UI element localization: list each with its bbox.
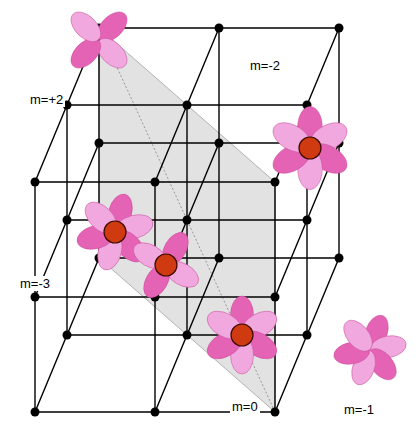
orbital bbox=[129, 228, 203, 302]
lattice-edge bbox=[187, 28, 219, 105]
lattice-edge bbox=[187, 219, 307, 220]
lattice-edge bbox=[219, 257, 339, 258]
lattice-point bbox=[271, 293, 280, 302]
lattice-edge bbox=[306, 220, 307, 335]
lattice-point bbox=[63, 216, 72, 225]
lattice-point bbox=[31, 178, 40, 187]
orbitals bbox=[65, 6, 407, 388]
lattice-point bbox=[271, 178, 280, 187]
lattice-point bbox=[335, 254, 344, 263]
lattice-point bbox=[215, 24, 224, 33]
lattice-edge bbox=[67, 334, 187, 335]
lattice-edge bbox=[155, 296, 275, 297]
lattice-edge bbox=[155, 335, 187, 412]
lattice-edge bbox=[66, 220, 67, 335]
lattice-edge bbox=[218, 28, 219, 143]
lattice-edge bbox=[67, 104, 187, 105]
lattice-edge bbox=[66, 105, 67, 220]
lattice-point bbox=[183, 216, 192, 225]
lattice-edge bbox=[275, 220, 307, 297]
lattice-edge bbox=[218, 143, 219, 258]
lattice-edge bbox=[35, 335, 67, 412]
orbital bbox=[65, 6, 132, 73]
lattice-edge bbox=[219, 27, 339, 28]
lattice-point bbox=[183, 101, 192, 110]
quantum-number-label: m=-1 bbox=[342, 402, 376, 417]
lattice-edge bbox=[154, 297, 155, 412]
lattice-point bbox=[63, 331, 72, 340]
quantum-number-label: m=+2 bbox=[28, 92, 65, 107]
lattice-point bbox=[151, 408, 160, 417]
lattice-edge bbox=[35, 181, 155, 182]
lattice-point bbox=[95, 139, 104, 148]
orbital bbox=[268, 107, 352, 190]
lattice-point bbox=[335, 24, 344, 33]
lattice-edge bbox=[187, 104, 307, 105]
orbital bbox=[202, 296, 281, 374]
lattice-edge bbox=[186, 105, 187, 220]
lattice-point bbox=[31, 293, 40, 302]
quantum-number-label: m=-3 bbox=[18, 276, 52, 291]
lattice-edge bbox=[274, 182, 275, 297]
lattice-edge bbox=[155, 181, 275, 182]
quantum-number-label: m=0 bbox=[230, 399, 260, 414]
lattice-edge bbox=[35, 411, 155, 412]
lattice-point bbox=[183, 331, 192, 340]
lattice-grid bbox=[31, 24, 344, 417]
lattice-point bbox=[151, 178, 160, 187]
orbital-lobe bbox=[338, 315, 378, 356]
atom-center bbox=[155, 254, 177, 276]
lattice-point bbox=[215, 139, 224, 148]
lattice-point bbox=[271, 408, 280, 417]
orbital bbox=[332, 312, 408, 388]
lattice-point bbox=[303, 216, 312, 225]
lattice-edge bbox=[307, 28, 339, 105]
atom-center bbox=[299, 137, 321, 159]
lattice-edge bbox=[307, 258, 339, 335]
lattice-edge bbox=[35, 296, 155, 297]
quantum-number-label: m=-2 bbox=[248, 58, 282, 73]
lattice-point bbox=[303, 331, 312, 340]
lattice-point bbox=[31, 408, 40, 417]
lattice-edge bbox=[155, 105, 187, 182]
lattice-edge bbox=[99, 142, 219, 143]
lattice-edge bbox=[35, 105, 67, 182]
orbital-lobe bbox=[65, 6, 106, 47]
lattice-point bbox=[215, 254, 224, 263]
lattice-edge bbox=[275, 335, 307, 412]
atom-center bbox=[104, 221, 126, 243]
atom-center bbox=[231, 324, 253, 346]
lattice-edge bbox=[34, 297, 35, 412]
